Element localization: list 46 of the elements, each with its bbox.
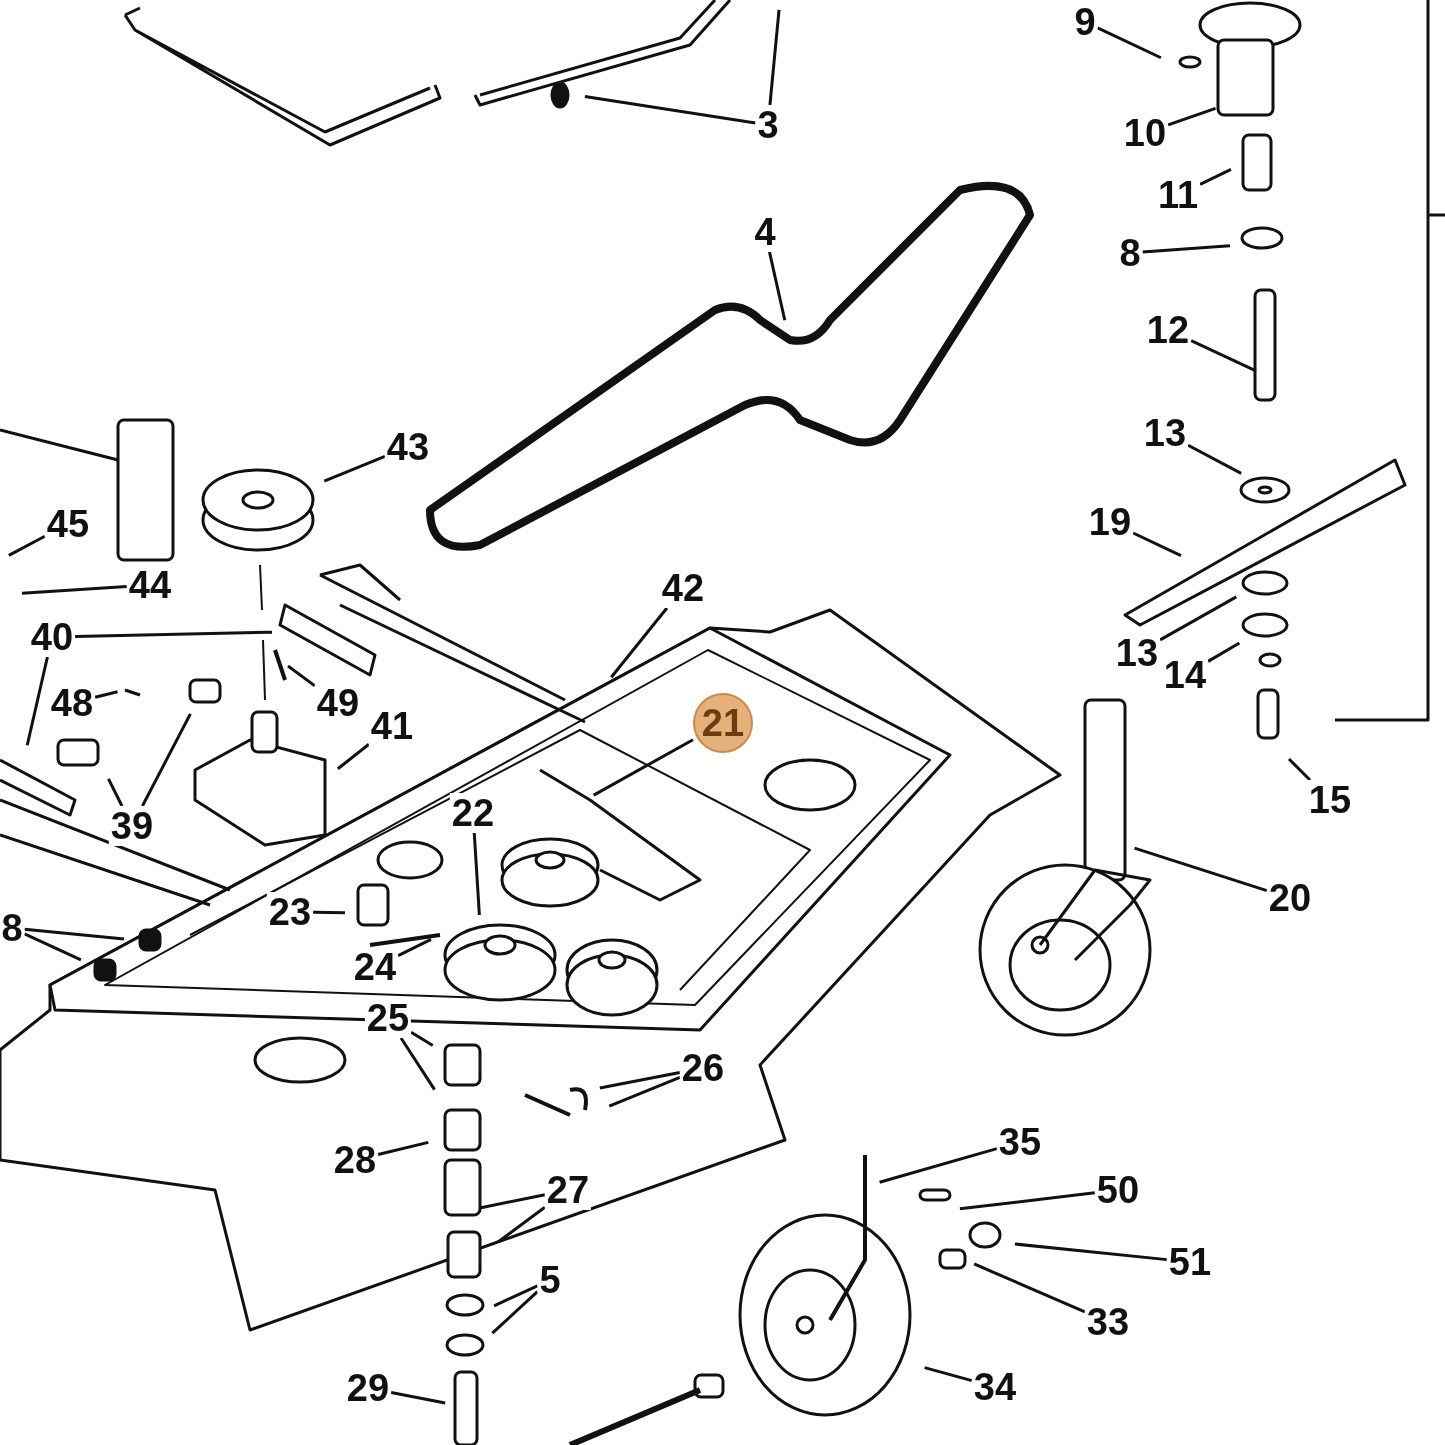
- leader-line: [768, 251, 787, 321]
- leader-line: [610, 607, 669, 679]
- leader-line: [287, 664, 316, 688]
- leader-line: [323, 455, 386, 483]
- leader-line: [497, 1206, 546, 1244]
- leader-line: [1287, 757, 1312, 782]
- leader-line: [479, 1193, 546, 1210]
- leader-line: [397, 938, 432, 957]
- leader-line: [768, 9, 781, 106]
- leader-line: [377, 1140, 429, 1156]
- leader-line: [336, 743, 370, 770]
- leader-line: [23, 932, 82, 962]
- leader-line: [1096, 26, 1162, 60]
- leader-line: [491, 1290, 539, 1335]
- leader-line: [1159, 595, 1238, 642]
- leader-line: [21, 585, 127, 595]
- leader-line: [1142, 244, 1231, 254]
- leader-line: [94, 690, 118, 699]
- leader-line: [1190, 339, 1257, 373]
- leader-line: [390, 1391, 446, 1405]
- leader-line: [410, 1030, 434, 1047]
- leader-line: [313, 910, 346, 915]
- leader-line: [1167, 106, 1217, 127]
- leader-line: [879, 1147, 998, 1184]
- leader-line: [1014, 1242, 1167, 1262]
- leader-line: [25, 656, 49, 746]
- leader-line: [1207, 641, 1241, 663]
- leader-line: [493, 1284, 539, 1308]
- leader-line: [75, 630, 273, 638]
- leader-line: [141, 713, 192, 807]
- leader-line: [924, 1366, 973, 1383]
- leader-line: [608, 1076, 681, 1108]
- leader-line: [24, 927, 125, 941]
- leader-line: [1199, 168, 1232, 186]
- leader-line: [973, 1262, 1086, 1314]
- leader-line: [1187, 443, 1242, 475]
- leader-line: [8, 534, 46, 557]
- leader-line: [1134, 846, 1268, 892]
- leader-line: [599, 1071, 681, 1090]
- leader-line: [1132, 531, 1182, 558]
- leader-line: [959, 1191, 1096, 1211]
- leader-line: [399, 1037, 436, 1091]
- leader-line: [107, 778, 124, 807]
- leader-line: [584, 95, 756, 125]
- leader-line: [593, 738, 694, 797]
- leader-line: [472, 832, 481, 916]
